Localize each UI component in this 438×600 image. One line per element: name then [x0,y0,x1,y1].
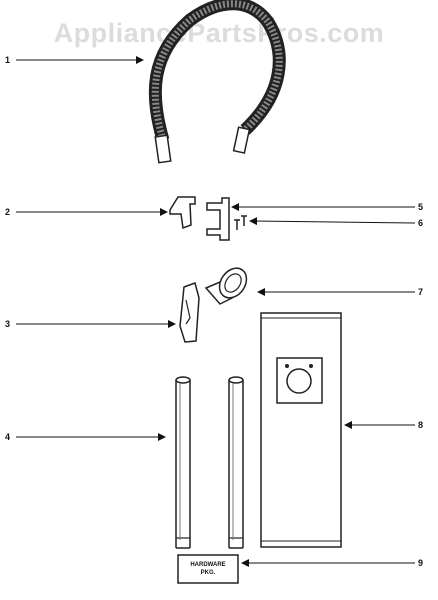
extension-wand-right [228,376,244,549]
clip-bracket-part [206,197,230,241]
filter-bag-part [260,312,342,548]
hose-part [148,0,286,164]
callout-4: 4 [5,432,11,442]
leader-arrow-6 [249,217,416,226]
screws-part [234,215,247,230]
callout-5: 5 [418,202,424,212]
hardware-package-line1: HARDWARE [190,562,226,568]
hardware-package-label: HARDWARE PKG. [178,561,238,577]
callout-6: 6 [418,218,424,228]
hardware-package-line2: PKG. [200,570,216,576]
callout-8: 8 [418,420,424,430]
nozzle-part [204,267,248,305]
leader-arrows [16,56,416,567]
callout-9: 9 [418,558,424,568]
callout-7: 7 [418,287,424,297]
adapter-part [169,196,196,230]
crevice-tool-part [179,282,200,343]
extension-wand-left [175,376,191,549]
hardware-package-part [177,554,239,584]
callout-3: 3 [5,319,11,329]
callout-2: 2 [5,207,11,217]
callout-1: 1 [5,55,11,65]
